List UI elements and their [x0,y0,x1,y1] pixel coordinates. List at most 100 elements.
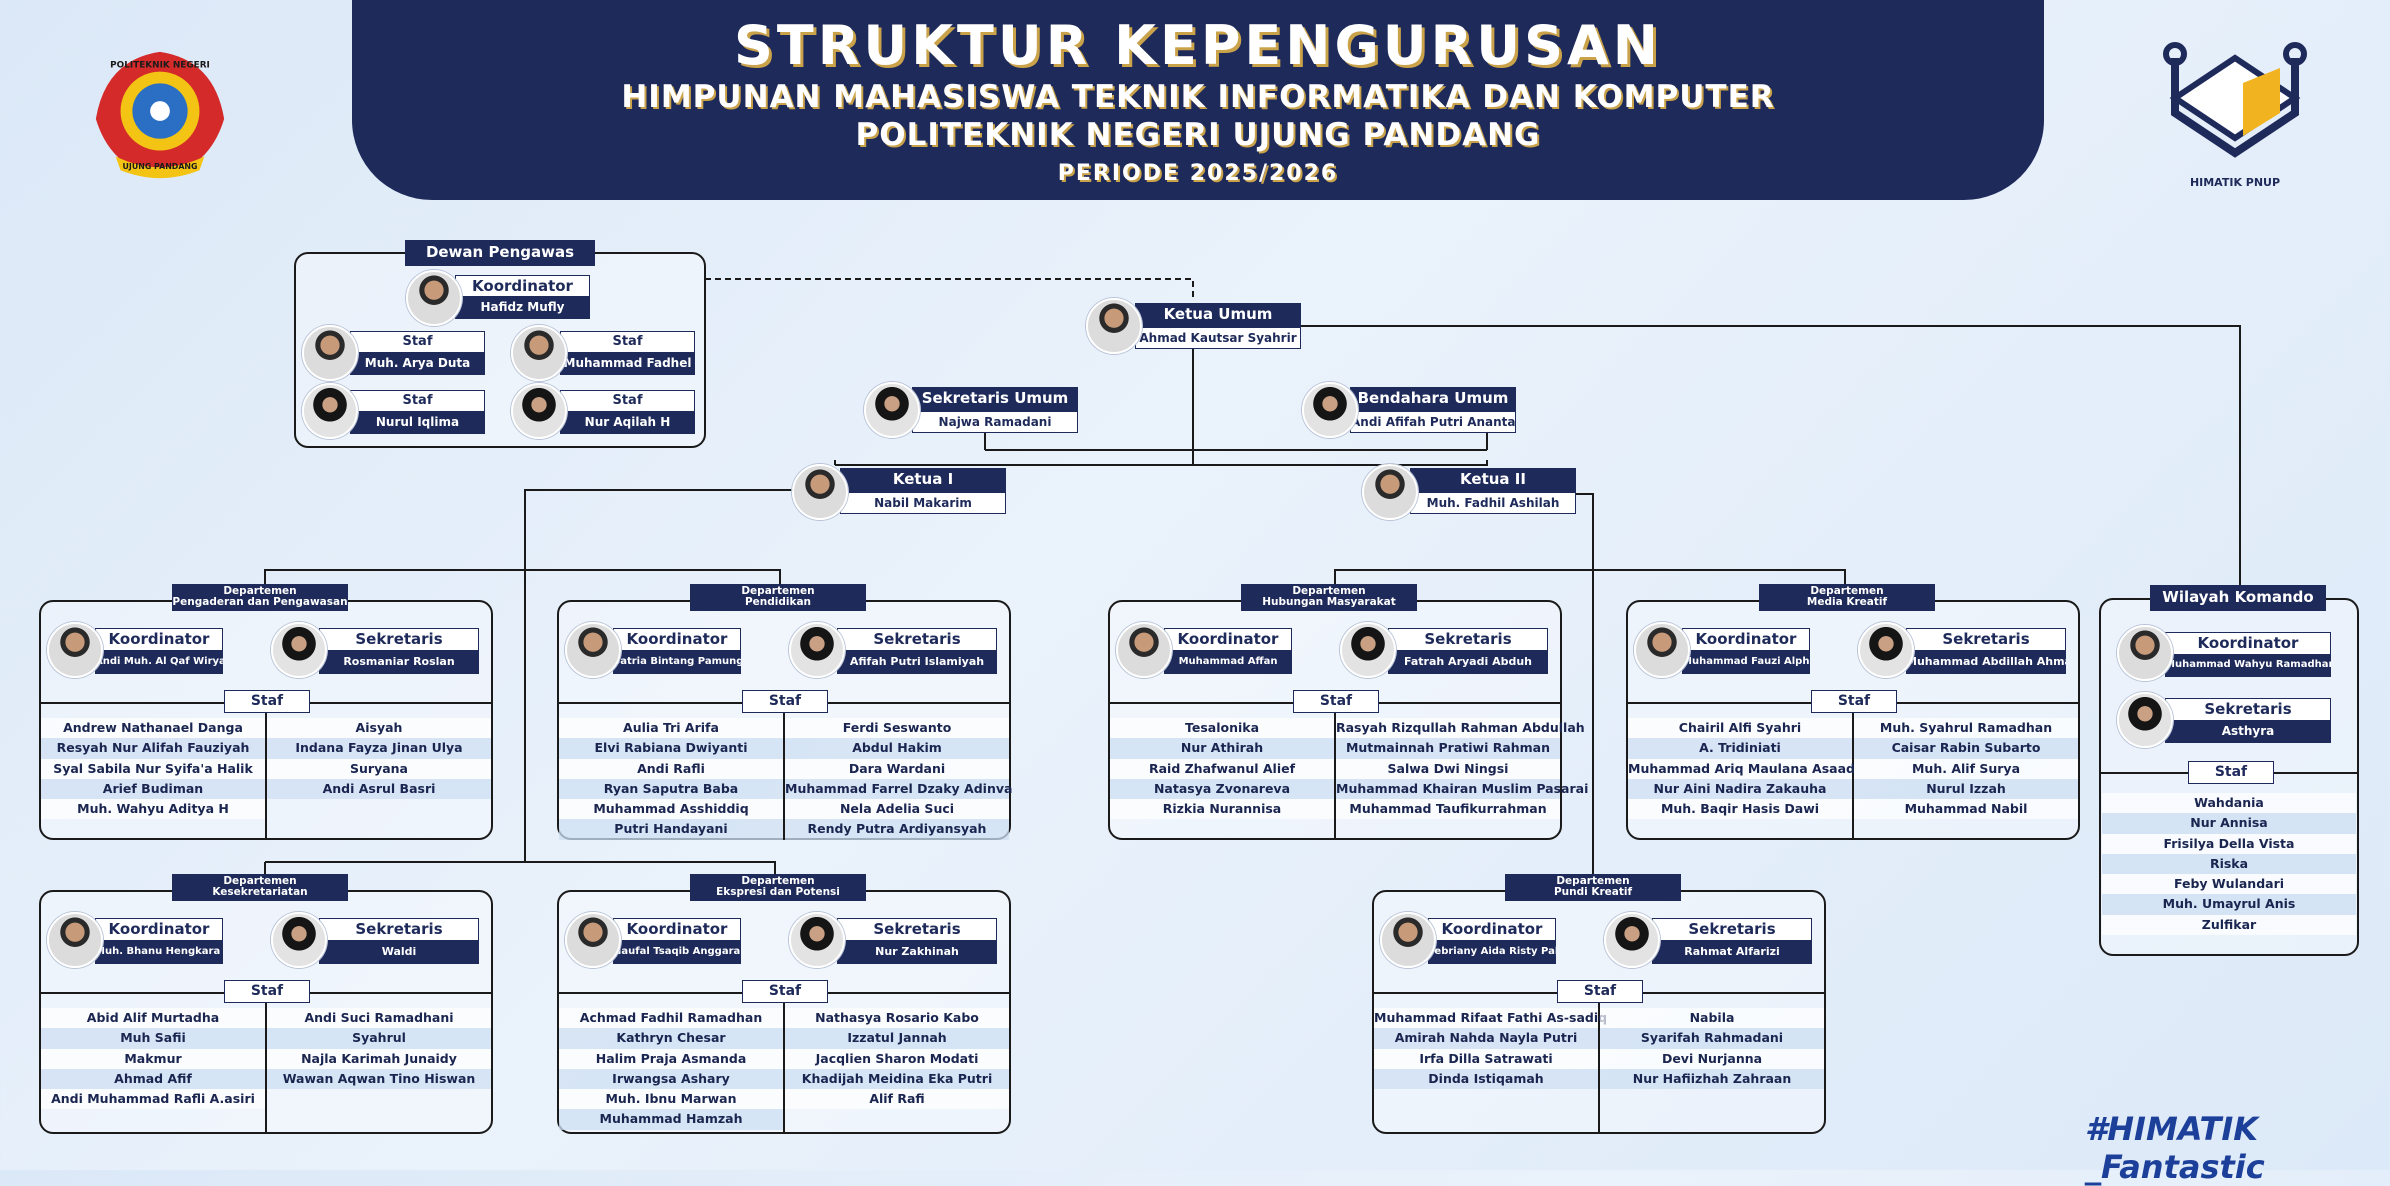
pnup-logo: POLITEKNIK NEGERI UJUNG PANDANG [95,51,225,179]
dept-tag-line1: Departemen [1810,585,1884,597]
dept-tag-line2: Pengaderan dan Pengawasan [172,596,348,608]
avatar [406,270,462,326]
dept-sekr-name: Afifah Putri Islamiyah [837,651,997,674]
divider [1852,702,1854,838]
divider [265,992,267,1132]
staf-name: Chairil Alfi Syahri [1628,718,1852,739]
avatar [565,622,621,678]
staf-name: Amirah Nahda Nayla Putri [1374,1028,1598,1049]
avatar [1116,622,1172,678]
staf-name: Andi Rafli [559,758,783,779]
dept-tag-line2: Hubungan Masyarakat [1262,596,1396,608]
divider [1334,702,1336,838]
dept-tag-line2: Media Kreatif [1806,596,1888,608]
dept-koord-name: Muhammad Fauzi Alphareza [1682,651,1810,674]
dept-koord-name: Satria Bintang Pamungkas [613,651,741,674]
staf-name: Mutmainnah Pratiwi Rahman [1336,738,1560,759]
dept-sekr-role: Sekretaris [837,918,997,941]
ketua1-role: Ketua I [840,468,1006,492]
staf-name: Muh Safii [41,1028,265,1049]
staf-name: Rendy Putra Ardiyansyah [785,819,1009,840]
staf-name: Muhammad Ariq Maulana Asaad [1628,758,1855,779]
ketua2-role: Ketua II [1410,468,1576,492]
dept-tag-line2: Kesekretariatan [212,886,308,898]
dept-sekr-name: Muhammad Abdillah Ahmad [1906,651,2066,674]
dewan-koord-name: Hafidz Mufly [455,296,590,319]
dept-koord-role: Koordinator [1428,918,1556,941]
staf-name: Muhammad Hamzah [559,1109,783,1130]
staf-name: Zulfikar [2102,914,2356,936]
dept-sekr-name: Fatrah Aryadi Abduh [1388,651,1548,674]
dept-staf-label: Staf [1293,690,1379,713]
dept-sekr-name: Rosmaniar Roslan [319,651,479,674]
dewan-staf-role: Staf [560,390,695,413]
staf-name: Muh. Baqir Hasis Dawi [1628,799,1852,820]
dewan-staf-role: Staf [350,390,485,413]
staf-name: Tesalonika [1110,718,1334,739]
staf-name: Muh. Alif Surya [1854,758,2078,779]
staf-name: Muh. Ibnu Marwan [559,1089,783,1110]
staf-name: Dara Wardani [785,758,1009,779]
svg-text:POLITEKNIK NEGERI: POLITEKNIK NEGERI [110,61,210,71]
staf-name: Nurul Izzah [1854,778,2078,800]
dept-staf-label: Staf [742,980,828,1003]
bendum-name: Andi Afifah Putri Ananta [1350,411,1516,433]
staf-name: Natasya Zvonareva [1110,778,1334,800]
staf-name: Syarifah Rahmadani [1600,1028,1824,1049]
staf-name: Nur Athirah [1110,738,1334,759]
avatar [864,382,920,438]
wilayah-koord-role: Koordinator [2165,632,2331,655]
staf-name: Aulia Tri Arifa [559,718,783,739]
org-name: HIMPUNAN MAHASISWA TEKNIK INFORMATIKA DA… [621,79,1775,115]
avatar [1858,622,1914,678]
staf-name: Indana Fayza Jinan Ulya [267,738,491,759]
dept-sekr-role: Sekretaris [837,628,997,651]
dept-sekr-name: Waldi [319,941,479,964]
dept-koord-name: Naufal Tsaqib Anggara N [613,941,741,964]
dept-staf-label: Staf [742,690,828,713]
avatar [2117,625,2173,681]
avatar [47,622,103,678]
dept-staf-label: Staf [224,690,310,713]
dept-staf-label: Staf [1557,980,1643,1003]
staf-name: Muh. Syahrul Ramadhan [1854,718,2078,739]
avatar [789,622,845,678]
dewan-title: Dewan Pengawas [405,240,595,266]
staf-name: Irwangsa Ashary [559,1068,783,1090]
avatar [1302,382,1358,438]
dept-koord-name: Andi Muh. Al Qaf Wiryawan F [95,651,223,674]
staf-name: Nur Aini Nadira Zakauha [1628,778,1852,800]
staf-name: Frisilya Della Vista [2102,833,2356,854]
dept-sekr-role: Sekretaris [1906,628,2066,651]
staf-name: Andi Suci Ramadhani [267,1008,491,1029]
staf-name: Aisyah [267,718,491,739]
staf-name: Jacqlien Sharon Modati [785,1048,1009,1069]
staf-name: Raid Zhafwanul Alief [1110,758,1334,779]
staf-name: Kathryn Chesar [559,1028,783,1049]
page-title: STRUKTUR KEPENGURUSAN [734,14,1662,77]
dept-tag-line1: Departemen [1292,585,1366,597]
staf-name: Arief Budiman [41,778,265,800]
dept-tag-line1: Departemen [741,585,815,597]
dept-sekr-name: Nur Zakhinah [837,941,997,964]
dewan-koord-role: Koordinator [455,275,590,298]
dept-sekr-role: Sekretaris [319,628,479,651]
staf-name: Muhammad Farrel Dzaky Adinva [785,778,1012,800]
wilayah-staf-label: Staf [2188,761,2274,784]
divider [783,702,785,838]
dept-sekr-name: Rahmat Alfarizi [1652,941,1812,964]
staf-name: Ryan Saputra Baba [559,778,783,800]
avatar [2117,692,2173,748]
